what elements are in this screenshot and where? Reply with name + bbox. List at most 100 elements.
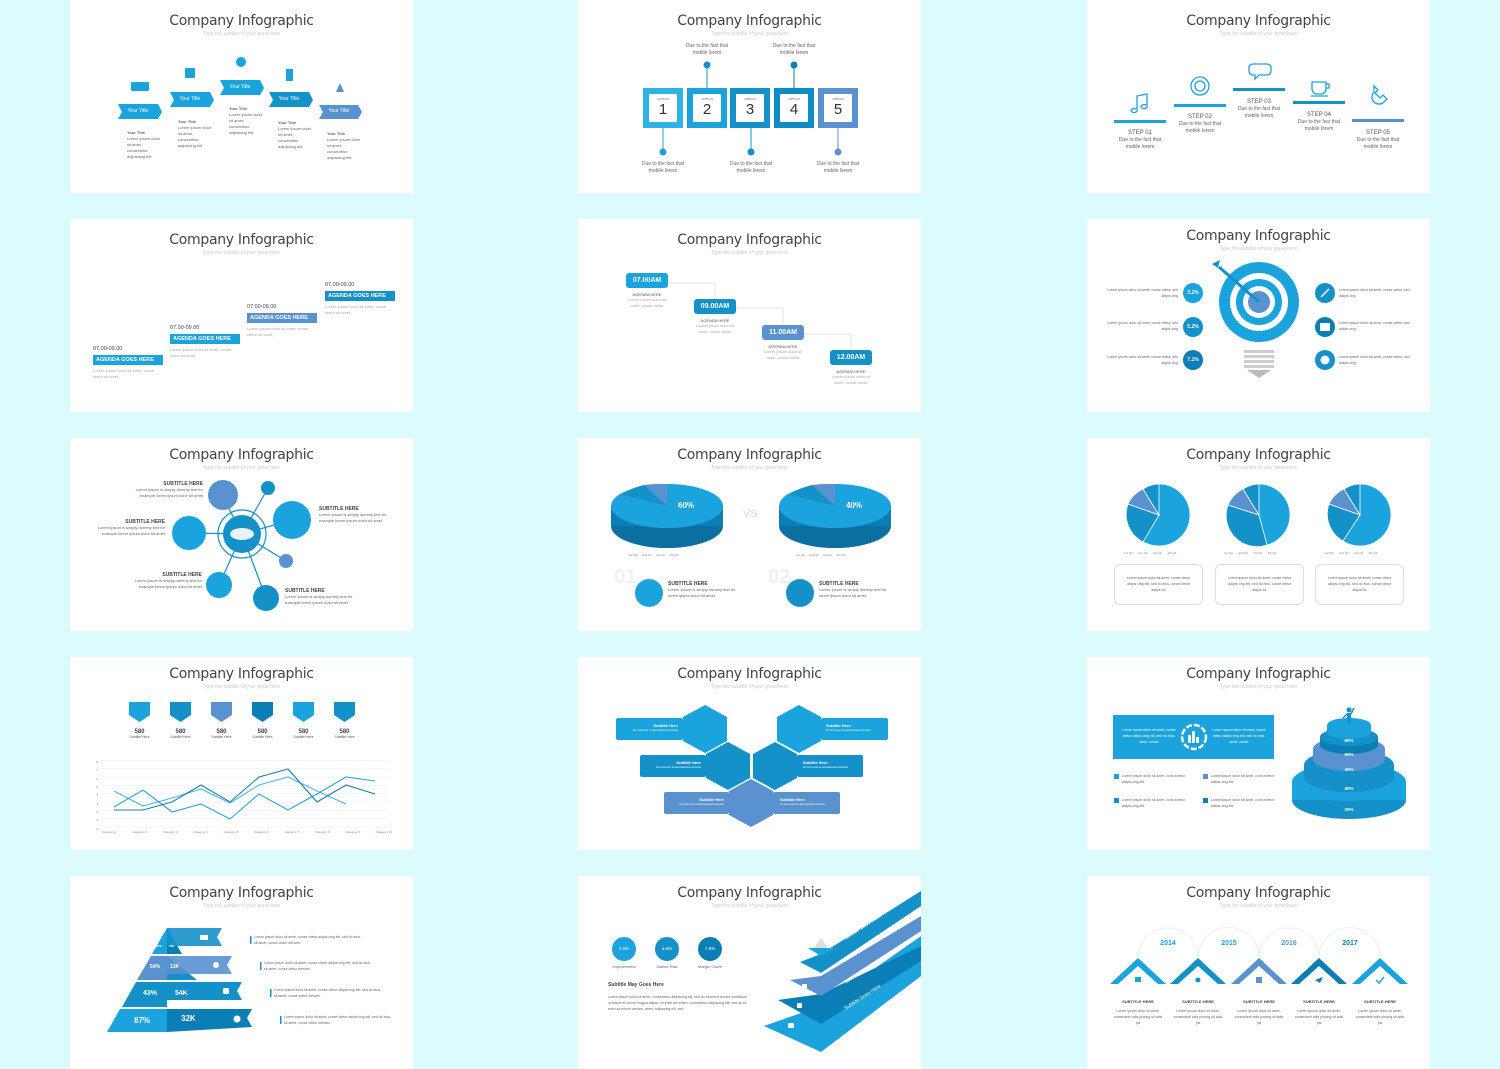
slide-pyramid[interactable]: Company Infographic Type the subtitle of… <box>70 876 413 1069</box>
clock-icon <box>683 705 727 753</box>
level-label: 20% <box>1344 807 1354 812</box>
item-title: SUBTITLE HERE <box>1303 999 1335 1004</box>
option-label: OPTION <box>788 97 800 101</box>
stat-value: 4.6% <box>661 946 673 951</box>
years-graphic <box>1110 927 1408 985</box>
cube-title: Subtitle Here <box>826 723 851 728</box>
slide-pie-vs[interactable]: Company Infographic Type the subtitle of… <box>578 438 921 631</box>
pyramid-left-value: 43% <box>143 990 158 997</box>
slide-subtitle: Type the subtitle of your great here <box>710 250 789 256</box>
slide-title: Company Infographic <box>169 447 314 463</box>
slide-subtitle: Type the subtitle of your great here <box>1219 465 1298 471</box>
step-caption: Due to the fact that mobile lorem <box>1237 106 1281 119</box>
tag-icon <box>223 988 229 994</box>
stat-label: Subtitle Here <box>129 735 150 739</box>
step-label: Your Title <box>328 108 350 114</box>
hub-item-title: SUBTITLE HERE <box>285 588 325 594</box>
door-icon <box>286 69 293 81</box>
item-body: Lorem ipsum dolor sit amet, consectetir … <box>1173 1009 1223 1025</box>
item-body: Lorem ipsum dolor sit amet, consectetir … <box>1294 1009 1344 1025</box>
stat-label: Market Risk <box>656 964 678 969</box>
slide-timeline[interactable]: Company Infographic Type the subtitle of… <box>578 219 921 412</box>
stat-value: 580 <box>339 729 350 735</box>
pie-caption: Lorem ipsum dolor sit amet, conse ctetur… <box>1215 564 1304 605</box>
step-body: Lorem ipsum dolor sit amet, consectetur … <box>229 112 263 135</box>
year-label: 2014 <box>1160 940 1176 947</box>
list-item: Lorem ipsum dolor sit amet, cons ectetur… <box>1211 798 1275 808</box>
cube-body: At vero eos et accusamus et iusto <box>826 728 872 732</box>
pyramid-body: Lorem ipsum dolor sit amet, conse ctetur… <box>254 935 361 945</box>
list-item: Lorem ipsum dolor sit amet, cons ectetur… <box>1122 798 1186 808</box>
slide-cake[interactable]: Company Infographic Type the subtitle of… <box>1087 657 1430 850</box>
cube-title: Subtitle Here <box>676 760 701 765</box>
cube-title: Subtitle Here <box>699 797 724 802</box>
slide-bulb-target[interactable]: Company Infographic Type the subtitle of… <box>1087 219 1430 412</box>
pyramid-left-value: 54% <box>150 964 161 970</box>
hub-item-body: Lorem Ipsum is simply dummy text for exa… <box>135 487 203 498</box>
bulb-icon <box>208 480 238 510</box>
plane-icon <box>1315 977 1323 983</box>
slide-title: Company Infographic <box>1186 447 1331 463</box>
hub-item-body: Lorem Ipsum is simply dummy text for exa… <box>134 578 202 589</box>
stat-label: Subtitle Here <box>334 735 355 739</box>
money-hand-icon <box>729 779 773 827</box>
steps-graphic <box>1114 63 1404 123</box>
block-body: Lorem Ipsum is simply dummy text for lor… <box>819 587 887 598</box>
slide-iso-pyramid[interactable]: Company Infographic Type the subtitle of… <box>578 876 921 1069</box>
bulb-body: Lorem ipsum dolor sit amet, conse ctetur… <box>1339 321 1410 331</box>
slide-agenda-stairs[interactable]: Company Infographic Type the subtitle of… <box>70 219 413 412</box>
rocket-icon <box>213 962 219 968</box>
pie-label: 60% <box>678 501 695 510</box>
slide-subtitle: Type the subtitle of your great here <box>1219 684 1298 690</box>
slide-hub[interactable]: Company Infographic Type the subtitle of… <box>70 438 413 631</box>
timeline-label: AGENDA HERE <box>700 318 730 323</box>
stat-value: 2.6% <box>618 946 630 951</box>
slide-line-chart[interactable]: Company Infographic Type the subtitle of… <box>70 657 413 850</box>
stairs-icon <box>200 935 208 940</box>
stat-value: 580 <box>134 729 145 735</box>
cube-title: Subtitle Here <box>653 723 678 728</box>
step-body-title: Your Title <box>278 120 297 125</box>
slide-subtitle: Type the subtitle of your great here <box>1219 246 1298 252</box>
pyramid-body: Lorem ipsum dolor sit amet, conse ctetur… <box>274 988 381 998</box>
slide-subtitle: Type the subtitle of your great here <box>1219 31 1298 37</box>
timeline-label: AGENDA HERE <box>768 344 798 349</box>
cube-title: Subtitle Here <box>803 760 828 765</box>
banner-text: Lorem ipsum dolor sit amet, conse ctetur… <box>1122 728 1176 744</box>
person-icon <box>1342 707 1355 723</box>
step-body: Lorem ipsum dolor sit amet, consectetur … <box>327 137 361 160</box>
slide-steps[interactable]: Company Infographic Type the subtitle of… <box>1087 0 1430 193</box>
option-label: OPTION <box>657 97 669 101</box>
agenda-time: 07.00-09.00 <box>170 325 200 331</box>
option-number: 2 <box>702 101 712 118</box>
pyramid-right-value: 13K <box>170 964 180 970</box>
slide-options[interactable]: Company Infographic Type the subtitle of… <box>578 0 921 193</box>
pie-label: 40% <box>846 501 863 510</box>
pie-3d-charts <box>611 483 891 607</box>
timeline-body: Lorem ipsum dolor sit amet, conse ctetur <box>627 297 667 308</box>
slide-years[interactable]: Company Infographic Type the subtitle of… <box>1087 876 1430 1069</box>
step-label: STEP 01 <box>1128 130 1152 136</box>
sun-icon <box>236 57 246 67</box>
tools-icon <box>172 516 206 550</box>
arrow-steps-graphic <box>118 57 362 119</box>
slide-subtitle: Type the subtitle of your great here <box>710 903 789 909</box>
check-icon <box>1375 976 1385 985</box>
calendar-icon <box>129 702 150 722</box>
flask-icon <box>211 702 232 722</box>
agenda-label: AGENDA GOES HERE <box>325 291 395 301</box>
bar-chart-icon <box>1180 723 1208 751</box>
agenda-body: Lorem ipsum dolor sit amet, conse ctetur… <box>247 326 309 337</box>
lifebuoy-icon <box>1190 76 1210 96</box>
chart-icon <box>635 579 663 607</box>
option-number: 4 <box>789 101 799 118</box>
bullet-square <box>1203 798 1208 803</box>
hub-item-body: Lorem Ipsum is simply dummy text for exa… <box>319 512 387 523</box>
slide-three-pies[interactable]: Company Infographic Type the subtitle of… <box>1087 438 1430 631</box>
slide-arrow-steps[interactable]: Company Infographic Type the subtitle of… <box>70 0 413 193</box>
item-title: SUBTITLE HERE <box>1364 999 1396 1004</box>
slide-cubes[interactable]: Company Infographic Type the subtitle of… <box>578 657 921 850</box>
item-body: Lorem ipsum dolor sit amet, consectetir … <box>1113 1009 1163 1025</box>
cube-body: At vero eos et accusamus et iusto <box>655 765 701 769</box>
